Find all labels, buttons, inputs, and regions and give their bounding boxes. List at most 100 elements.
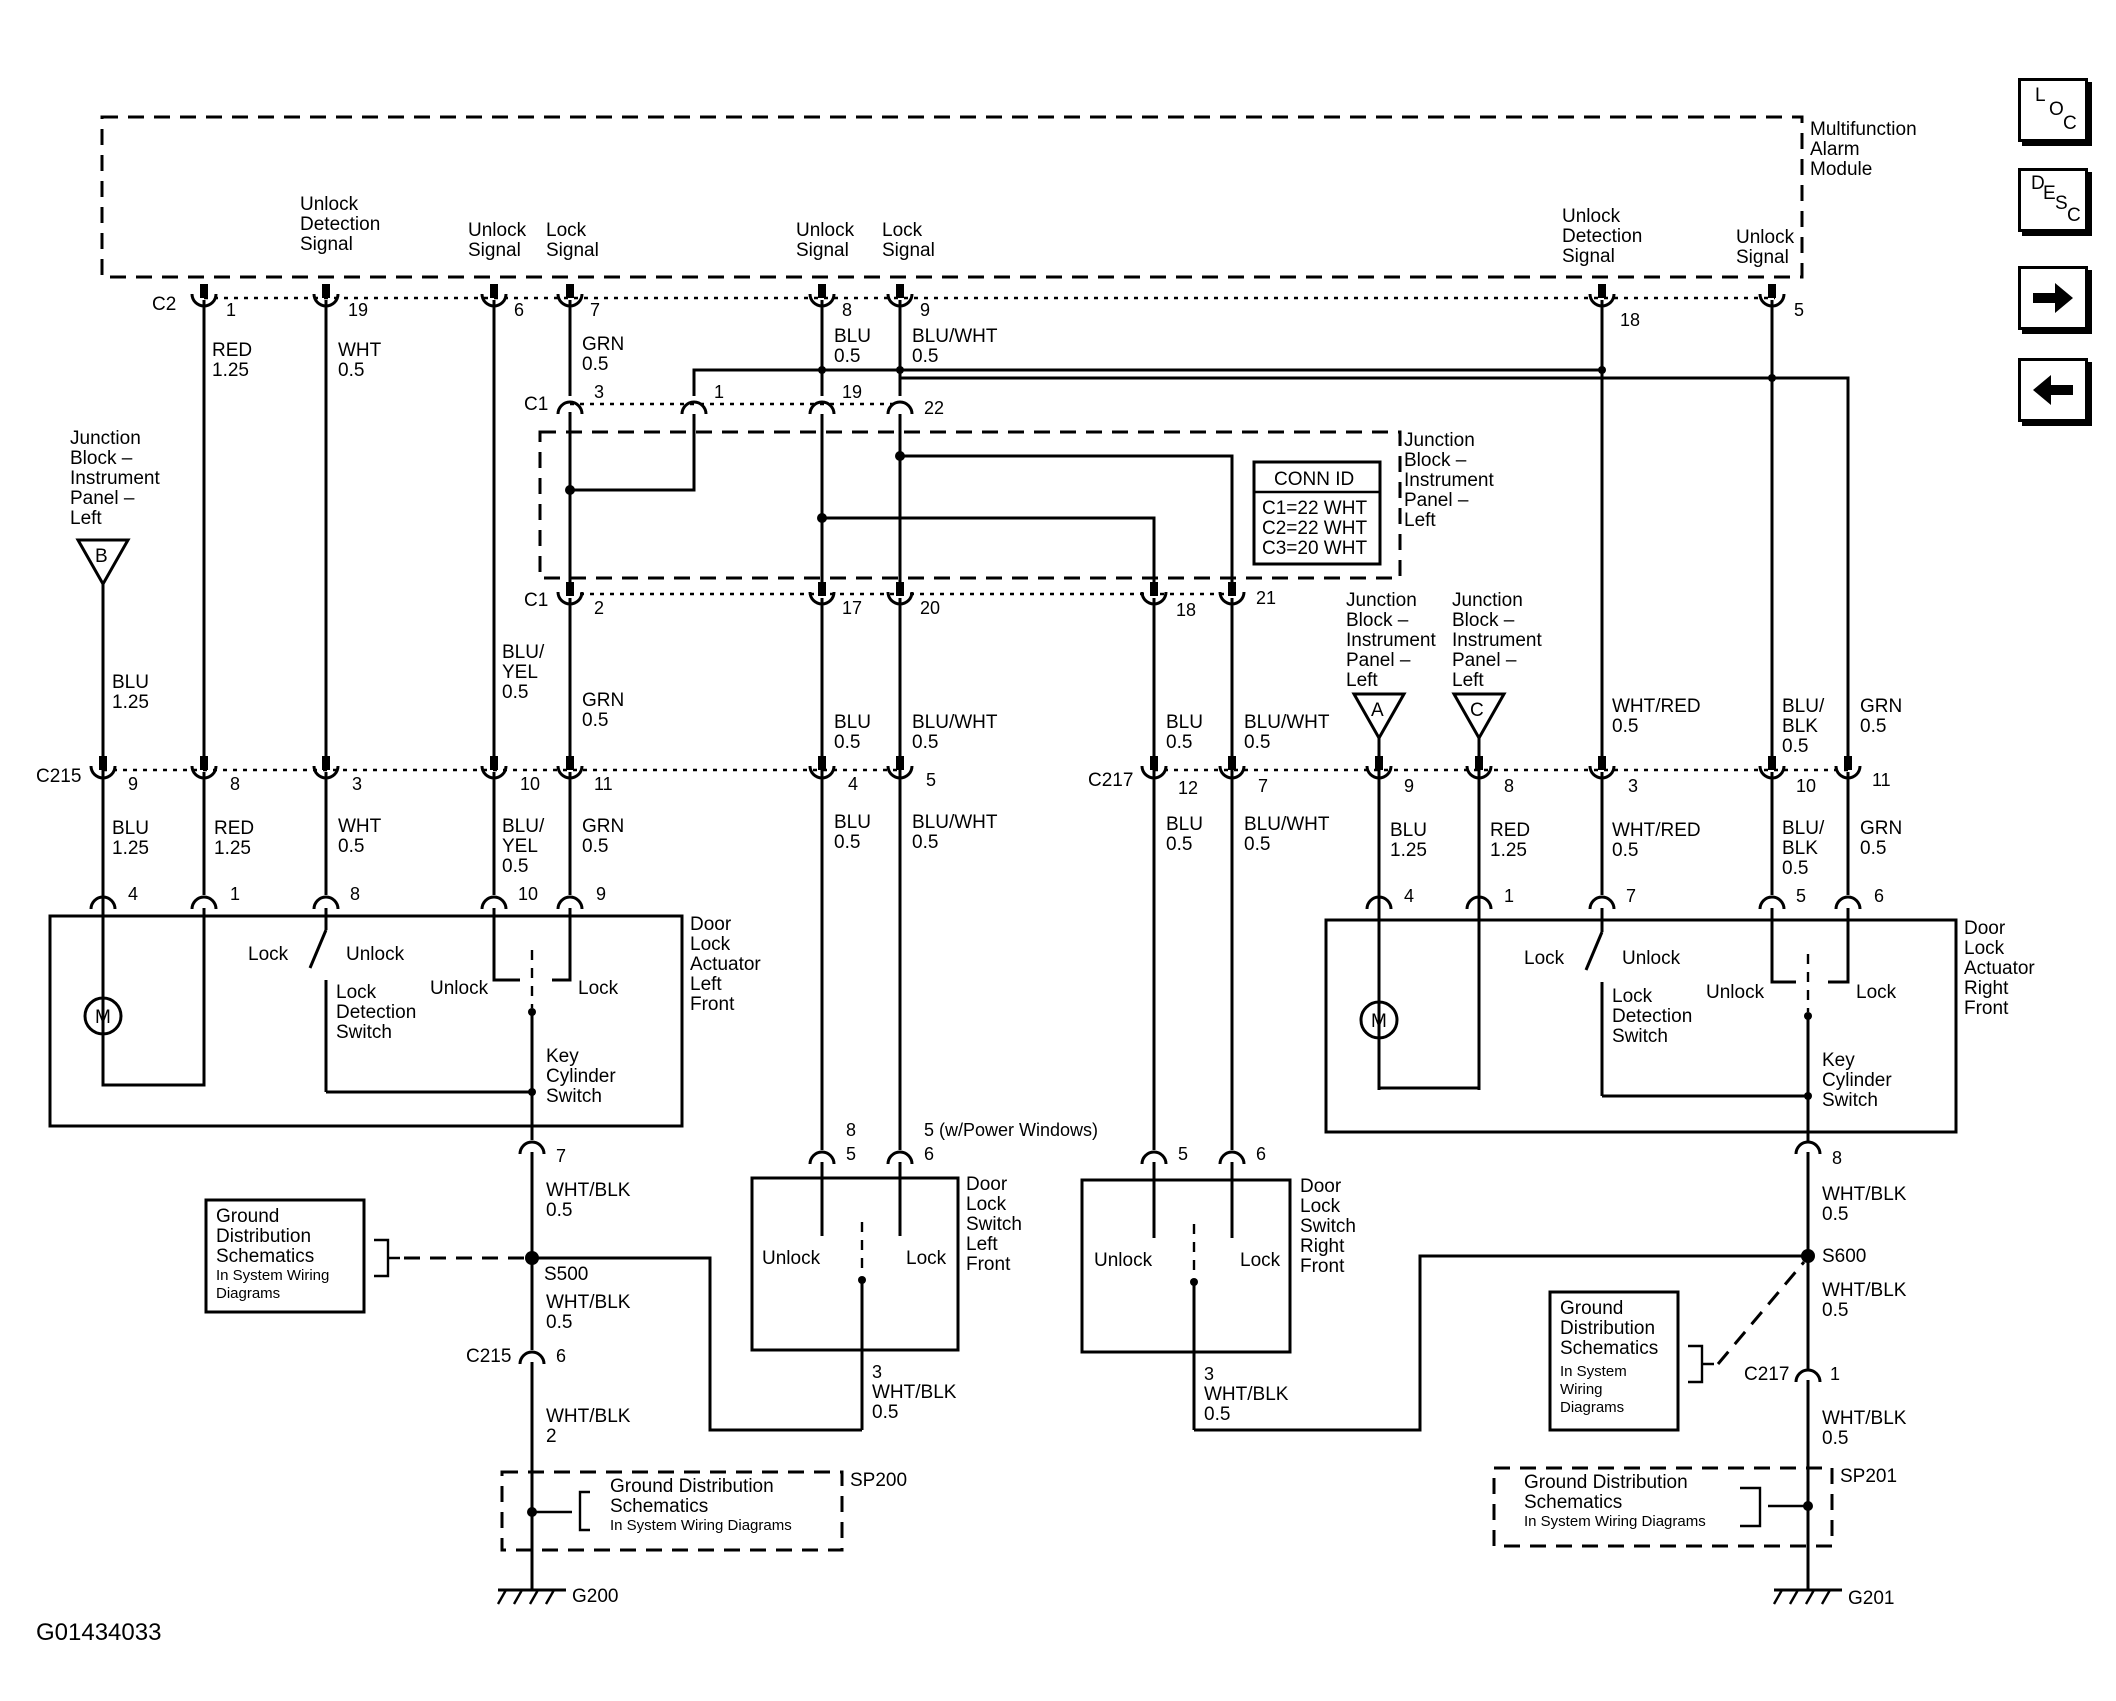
- svg-text:Panel –: Panel –: [1346, 650, 1411, 671]
- c2-terminals: [190, 282, 1786, 308]
- svg-text:11: 11: [1872, 770, 1891, 790]
- svg-text:Left: Left: [70, 508, 102, 529]
- svg-text:WHT/BLK: WHT/BLK: [546, 1406, 631, 1427]
- actuator-right-front: 4 1 7 5 6 Door Lock Actuator Right Front…: [1324, 886, 2035, 1142]
- svg-text:C217: C217: [1744, 1364, 1789, 1385]
- svg-text:Instrument: Instrument: [1404, 470, 1494, 491]
- svg-text:Ground Distribution: Ground Distribution: [1524, 1472, 1688, 1493]
- svg-text:Panel –: Panel –: [1404, 490, 1469, 511]
- svg-text:Lock: Lock: [578, 978, 619, 999]
- svg-text:WHT/RED: WHT/RED: [1612, 696, 1701, 717]
- svg-text:8: 8: [350, 884, 360, 904]
- svg-text:Left: Left: [1404, 510, 1436, 531]
- svg-text:BLU/WHT: BLU/WHT: [912, 712, 998, 733]
- svg-text:Switch: Switch: [966, 1214, 1022, 1235]
- svg-text:Unlock: Unlock: [1094, 1250, 1153, 1271]
- svg-text:6: 6: [1874, 886, 1884, 906]
- svg-text:21: 21: [1256, 588, 1276, 608]
- svg-text:0.5: 0.5: [872, 1402, 898, 1423]
- svg-text:0.5: 0.5: [338, 360, 364, 381]
- desc-e: E: [2043, 183, 2056, 204]
- svg-text:B: B: [95, 546, 108, 567]
- loc-button[interactable]: L O C: [2018, 78, 2088, 142]
- svg-text:Distribution: Distribution: [1560, 1318, 1655, 1339]
- svg-text:2: 2: [546, 1426, 557, 1447]
- module-name-2: Alarm: [1810, 139, 1860, 160]
- svg-text:Unlock: Unlock: [762, 1248, 821, 1269]
- svg-text:Front: Front: [1964, 998, 2009, 1019]
- svg-text:Unlock: Unlock: [300, 194, 359, 215]
- desc-c: C: [2067, 205, 2081, 226]
- svg-text:10: 10: [520, 774, 540, 794]
- svg-text:BLU/WHT: BLU/WHT: [1244, 712, 1330, 733]
- svg-text:17: 17: [842, 598, 862, 618]
- c1-bottom-label: C1: [524, 590, 548, 611]
- svg-text:In System: In System: [1560, 1363, 1627, 1380]
- svg-text:Unlock: Unlock: [468, 220, 527, 241]
- svg-text:7: 7: [590, 300, 600, 320]
- svg-text:C2=22 WHT: C2=22 WHT: [1262, 518, 1367, 539]
- svg-text:BLK: BLK: [1782, 716, 1818, 737]
- svg-text:0.5: 0.5: [1244, 732, 1270, 753]
- module-name-1: Multifunction: [1810, 119, 1917, 140]
- svg-text:WHT/BLK: WHT/BLK: [872, 1382, 957, 1403]
- svg-text:Instrument: Instrument: [1346, 630, 1436, 651]
- svg-text:BLU/: BLU/: [502, 642, 545, 663]
- svg-text:8: 8: [846, 1120, 856, 1140]
- svg-text:Ground Distribution: Ground Distribution: [610, 1476, 774, 1497]
- svg-text:Left: Left: [1346, 670, 1378, 691]
- next-button[interactable]: [2018, 266, 2088, 330]
- svg-text:Schematics: Schematics: [216, 1246, 314, 1267]
- svg-text:GRN: GRN: [1860, 696, 1902, 717]
- svg-text:Ground: Ground: [1560, 1298, 1623, 1319]
- svg-text:0.5: 0.5: [1782, 736, 1808, 757]
- svg-text:Lock: Lock: [966, 1194, 1007, 1215]
- svg-text:Block –: Block –: [1404, 450, 1467, 471]
- svg-text:RED: RED: [214, 818, 254, 839]
- svg-text:Lock: Lock: [1300, 1196, 1341, 1217]
- svg-text:1.25: 1.25: [112, 838, 149, 859]
- svg-text:Instrument: Instrument: [1452, 630, 1542, 651]
- svg-text:3: 3: [594, 382, 604, 402]
- svg-text:Panel –: Panel –: [70, 488, 135, 509]
- svg-text:4: 4: [848, 774, 858, 794]
- svg-text:5: 5: [926, 770, 936, 790]
- svg-text:1: 1: [1504, 886, 1514, 906]
- svg-text:In System Wiring: In System Wiring: [216, 1267, 329, 1284]
- c2-pins: 1 19 6 7 8 9 18 5: [226, 300, 1804, 330]
- desc-button[interactable]: D E S C: [2018, 168, 2088, 232]
- svg-text:8: 8: [230, 774, 240, 794]
- svg-text:BLU: BLU: [112, 818, 149, 839]
- svg-text:Left: Left: [1452, 670, 1484, 691]
- svg-text:0.5: 0.5: [582, 710, 608, 731]
- svg-text:0.5: 0.5: [834, 832, 860, 853]
- svg-text:0.5: 0.5: [912, 832, 938, 853]
- svg-text:3: 3: [1204, 1364, 1214, 1384]
- svg-text:0.5: 0.5: [912, 346, 938, 367]
- svg-text:Unlock: Unlock: [796, 220, 855, 241]
- svg-text:C215: C215: [466, 1346, 511, 1367]
- svg-text:Junction: Junction: [1404, 430, 1475, 451]
- svg-text:BLU/WHT: BLU/WHT: [912, 812, 998, 833]
- c2-label: C2: [152, 294, 176, 315]
- svg-text:Door: Door: [966, 1174, 1008, 1195]
- svg-text:0.5: 0.5: [338, 836, 364, 857]
- c217-terminals: [1140, 754, 1862, 780]
- svg-text:10: 10: [518, 884, 538, 904]
- svg-text:Instrument: Instrument: [70, 468, 160, 489]
- motor-left: M: [95, 1007, 111, 1028]
- desc-d: D: [2031, 173, 2045, 194]
- svg-text:Junction: Junction: [1346, 590, 1417, 611]
- svg-text:BLU: BLU: [1390, 820, 1427, 841]
- svg-text:WHT/BLK: WHT/BLK: [1204, 1384, 1289, 1405]
- junction-block-left-label: Junction Block – Instrument Panel – Left: [70, 428, 160, 529]
- svg-text:Lock: Lock: [906, 1248, 947, 1269]
- svg-text:WHT/RED: WHT/RED: [1612, 820, 1701, 841]
- svg-text:Lock: Lock: [1964, 938, 2005, 959]
- junction-block-box: [538, 430, 1402, 580]
- svg-text:3: 3: [1628, 776, 1638, 796]
- svg-text:Right: Right: [1964, 978, 2009, 999]
- prev-button[interactable]: [2018, 358, 2088, 422]
- svg-text:Junction: Junction: [70, 428, 141, 449]
